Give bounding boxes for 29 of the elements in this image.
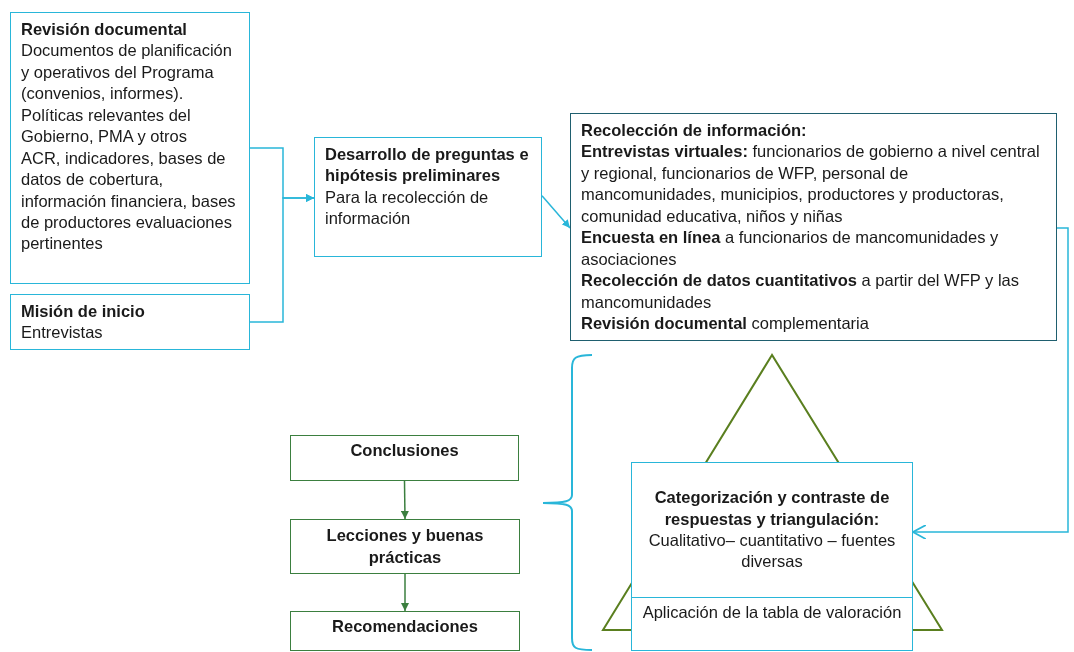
box-heading: Recomendaciones xyxy=(331,616,479,637)
process-box xyxy=(631,597,913,651)
arrow xyxy=(400,480,409,520)
box-text: Para la recolección de información xyxy=(325,186,490,230)
box-text: Entrevistas xyxy=(21,322,104,344)
process-box xyxy=(570,113,1057,341)
process-box xyxy=(314,137,542,257)
process-box xyxy=(290,519,520,574)
box-heading: Desarrollo de preguntas e hipótesis preliminares xyxy=(325,144,530,187)
box-text: Cualitativo– cuantitativo – fuentes diversas xyxy=(647,530,897,573)
arrow xyxy=(912,227,1069,540)
box-heading: Misión de inicio xyxy=(21,301,146,322)
box-heading: Aplicación de la tabla de valoración xyxy=(641,602,903,623)
box-heading: Conclusiones xyxy=(349,440,460,461)
box-heading: Recolección de información: xyxy=(581,120,808,141)
box-text: Revisión documental complementaria xyxy=(581,312,870,334)
process-box xyxy=(631,462,913,598)
box-heading: Categorización y contraste de respuestas y triangulación: xyxy=(653,487,891,530)
process-box xyxy=(290,435,519,481)
process-box xyxy=(10,294,250,350)
arrow xyxy=(541,195,571,229)
arrow xyxy=(401,573,409,612)
process-box xyxy=(290,611,520,651)
box-heading: Revisión documental xyxy=(21,19,188,40)
box-text: ACR, indicadores, bases de datos de cobertura, información financiera, bases de productores evaluaciones pertinentes xyxy=(21,147,237,255)
box-text: Documentos de planificación y operativos del Programa (convenios, informes). Políticas relevantes del Gobierno, PMA y otros xyxy=(21,40,233,148)
arrow xyxy=(249,193,315,323)
process-box xyxy=(10,12,250,284)
box-heading: Lecciones y buenas prácticas xyxy=(325,525,485,568)
